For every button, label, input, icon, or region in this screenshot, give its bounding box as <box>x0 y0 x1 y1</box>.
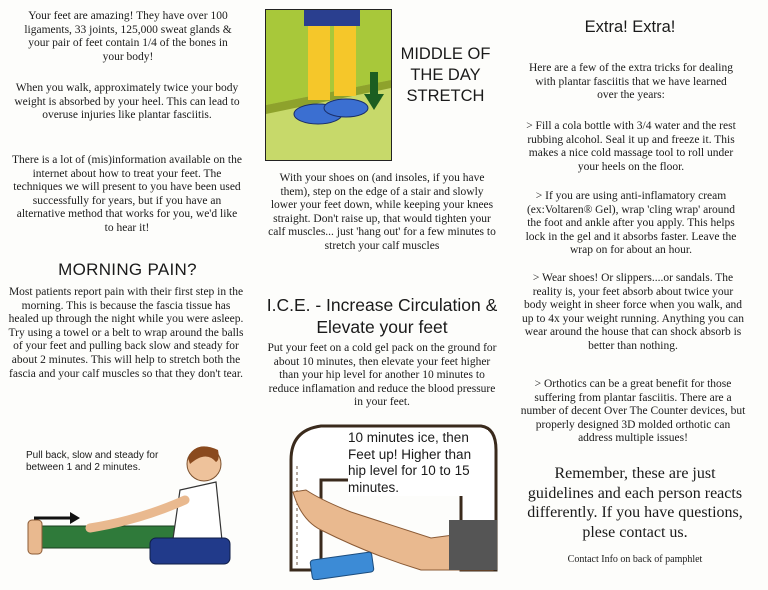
ice-caption: 10 minutes ice, then Feet up! Higher tha… <box>348 430 488 496</box>
misinformation-text: There is a lot of (mis)information avail… <box>12 154 242 234</box>
feet-facts-text: Your feet are amazing! They have over 10… <box>24 10 232 63</box>
contact-info-text: Contact Info on back of pamphlet <box>567 554 703 565</box>
middle-day-stretch-heading: MIDDLE OF THE DAY STRETCH <box>400 45 491 105</box>
tip-cling-wrap: > If you are using anti-inflamatory crea… <box>525 190 737 257</box>
ice-instructions-text: Put your feet on a cold gel pack on the … <box>267 342 497 409</box>
gel-ice-pack <box>309 551 375 580</box>
stair-stretch-figure <box>266 10 391 160</box>
pull-back-caption: Pull back, slow and steady for between 1… <box>26 450 159 473</box>
tip-orthotics: > Orthotics can be a great benefit for t… <box>520 378 746 445</box>
extra-intro-text: Here are a few of the extra tricks for d… <box>528 62 734 102</box>
extra-extra-heading: Extra! Extra! <box>584 18 676 36</box>
seated-person-figure <box>27 446 231 565</box>
walking-text: When you walk, approximately twice your … <box>14 82 240 122</box>
ice-heading: I.C.E. - Increase Circulation & Elevate … <box>266 295 498 337</box>
stretch-instructions-text: With your shoes on (and insoles, if you … <box>268 172 496 252</box>
ice-elevate-illustration: 10 minutes ice, then Feet up! Higher tha… <box>281 420 501 580</box>
morning-pain-text: Most patients report pain with their fir… <box>8 286 244 380</box>
remember-text: Remember, these are just guidelines and … <box>527 465 743 541</box>
morning-pain-heading: MORNING PAIN? <box>58 260 197 279</box>
tip-cola-bottle: > Fill a cola bottle with 3/4 water and … <box>526 120 736 173</box>
tip-wear-shoes: > Wear shoes! Or slippers....or sandals.… <box>522 272 744 352</box>
stair-stretch-illustration <box>265 9 392 161</box>
towel-stretch-illustration: Pull back, slow and steady for between 1… <box>20 420 242 580</box>
